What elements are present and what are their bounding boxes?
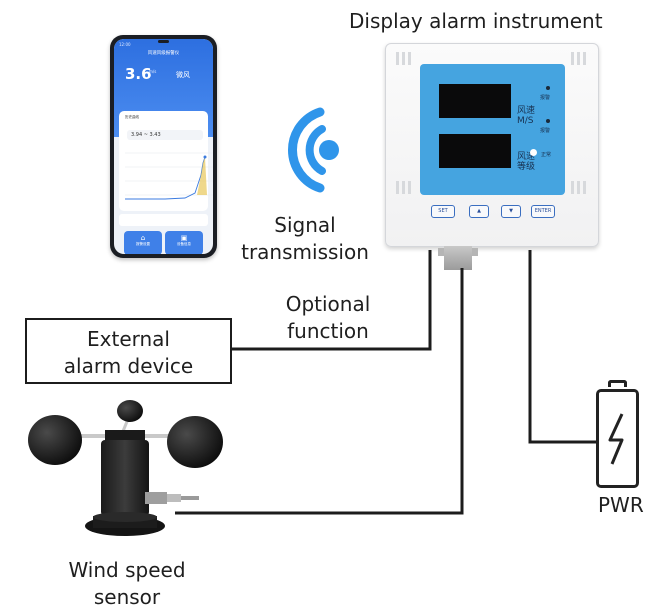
alarm-indicator-label: 报警 [540,95,551,101]
phone-app-title: 风速风级报警仪 [147,51,180,56]
power-label: PWR [598,493,644,517]
phone-wind-value: 3.6 [125,65,152,83]
instrument-front-panel: 风速 M/S 风速 等级 报警 报警 正常 [420,64,565,195]
vent-slot [571,181,574,194]
display2-label-line1: 风速 [517,152,536,162]
normal-indicator-led [530,149,537,156]
phone-wind-unit: m/s [149,69,157,74]
vent-slot [402,181,405,194]
lightning-icon [608,413,624,465]
display-alarm-instrument: 风速 M/S 风速 等级 报警 报警 正常 SET ▲ ▼ ENTER [385,43,599,247]
external-alarm-label: External alarm device [27,326,230,380]
alarm-indicator-led [546,86,550,90]
normal-indicator-label: 正常 [541,152,552,158]
display2-label-line2: 等级 [517,162,536,172]
alarm-indicator-led [546,119,550,123]
sensor-connection-line [175,268,464,515]
optional-label-line1: Optional [285,292,371,316]
phone-button-alarm-settings[interactable]: ⌂ 报警设置 [124,231,162,254]
sensor-label-line2: sensor [93,585,161,609]
phone-button-icon: ⌂ [140,234,146,242]
sensor-label-line1: Wind speed [68,558,186,582]
vent-slot [571,52,574,65]
smartphone: 12:00 风速风级报警仪 3.6 m/s 微风 历史曲线 3.94 ~ 3.4… [110,35,217,258]
vent-slot [408,52,411,65]
vent-slot [583,52,586,65]
wind-level-display [439,134,511,168]
phone-button-label: 报警设置 [136,242,150,246]
phone-range-readout: 3.94 ~ 3.43 [127,130,203,140]
vent-slot [583,181,586,194]
vent-slot [396,52,399,65]
cable-gland [444,246,472,270]
phone-button-label: 设备信息 [177,242,191,246]
power-connection-line [528,250,596,444]
phone-mini-chart [125,152,213,200]
external-label-line1: External [87,327,170,351]
battery-cap [608,380,627,387]
instrument-title: Display alarm instrument [349,9,603,33]
wind-sensor-label: Wind speed sensor [52,557,202,611]
external-alarm-device-box: External alarm device [25,318,232,384]
enter-key[interactable]: ENTER [531,205,555,218]
anemometer-icon [28,400,223,536]
phone-card-title: 历史曲线 [125,115,139,119]
vent-slot [577,181,580,194]
vent-slot [402,52,405,65]
display1-label-line2: M/S [517,116,534,126]
optional-function-label: Optional function [268,291,388,345]
display1-label: 风速 M/S [517,106,535,126]
down-key[interactable]: ▼ [501,205,521,218]
wind-speed-display [439,84,511,118]
phone-chart-card: 历史曲线 3.94 ~ 3.43 [119,111,213,211]
vent-slot [408,181,411,194]
vent-slot [396,181,399,194]
phone-status-bar: 12:00 [119,42,131,47]
alarm-indicator-label: 报警 [540,128,551,134]
alarm-connection-line [232,250,432,351]
display1-label-line1: 风速 [517,106,536,116]
signal-label-line1: Signal [274,213,336,237]
signal-label-line2: transmission [241,240,369,264]
signal-label: Signal transmission [230,212,380,266]
optional-label-line2: function [287,319,369,343]
phone-button-device-info[interactable]: ▣ 设备信息 [165,231,203,254]
phone-tab-bar[interactable] [119,214,208,226]
set-key[interactable]: SET [431,205,455,218]
phone-wind-level: 微风 [176,71,190,79]
display2-label: 风速 等级 [517,152,535,172]
phone-notch [158,40,169,43]
wifi-signal-icon [287,107,339,193]
battery-icon [596,389,639,488]
vent-slot [577,52,580,65]
up-key[interactable]: ▲ [469,205,489,218]
phone-screen: 12:00 风速风级报警仪 3.6 m/s 微风 历史曲线 3.94 ~ 3.4… [114,39,213,254]
external-label-line2: alarm device [63,354,194,378]
phone-button-icon: ▣ [180,234,188,242]
